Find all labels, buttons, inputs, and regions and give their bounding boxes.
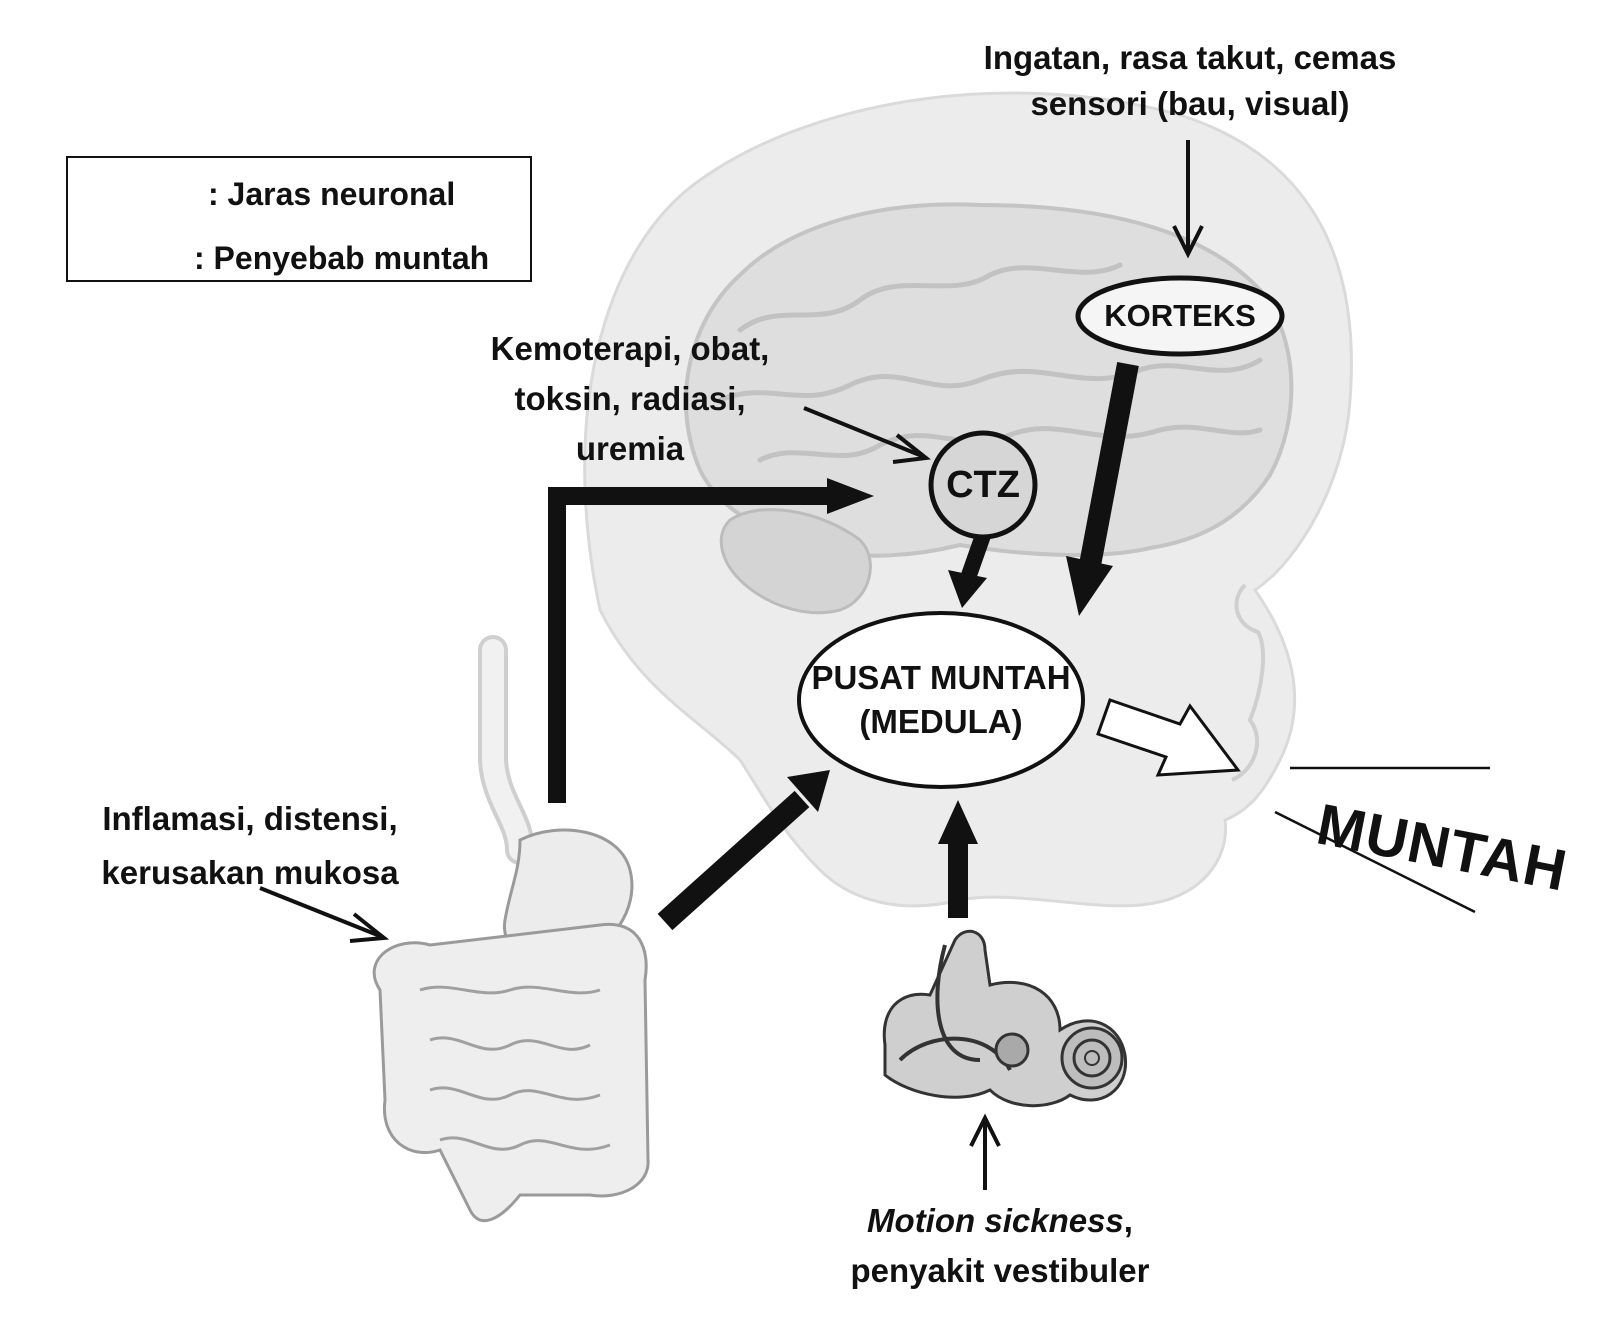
cortex-cause-line2: sensori (bau, visual) <box>1030 85 1350 122</box>
vestibular-cause-label: Motion sickness, penyakit vestibuler <box>815 1196 1185 1296</box>
ctz-cause-line3: uremia <box>575 430 685 467</box>
vomiting-center-label-line2: (MEDULA) <box>859 703 1023 740</box>
cortex-cause-arrow <box>1172 140 1204 259</box>
legend-cause-label: : Penyebab muntah <box>194 239 490 276</box>
vestibular-cause-comma: , <box>1123 1202 1133 1239</box>
ctz-cause-arrow <box>803 406 931 464</box>
ctz-label: CTZ <box>946 464 1020 506</box>
vestibular-cause-line1: Motion sickness <box>867 1202 1124 1239</box>
cortex-to-center-pathway <box>1066 361 1139 616</box>
output-arrow <box>1096 698 1241 777</box>
cortex-cause-line1: Ingatan, rasa takut, cemas <box>983 39 1397 76</box>
digestive-tract-icon <box>372 635 650 1223</box>
legend-neural-label: : Jaras neuronal <box>208 175 456 212</box>
vestibular-cause-line2: penyakit vestibuler <box>850 1252 1150 1289</box>
gut-cause-arrow <box>259 886 390 943</box>
cortex-cause-label: Ingatan, rasa takut, cemas sensori (bau,… <box>900 35 1480 127</box>
ctz-node <box>928 430 1038 540</box>
vestibular-cause-arrow <box>969 1113 1001 1190</box>
legend: : Jaras neuronal : Penyebab muntah <box>66 156 532 282</box>
ctz-cause-line2: toksin, radiasi, <box>514 380 746 417</box>
gut-cause-line1: Inflamasi, distensi, <box>102 800 398 837</box>
ctz-cause-label: Kemoterapi, obat, toksin, radiasi, uremi… <box>460 324 800 474</box>
inner-ear-icon <box>882 929 1128 1108</box>
cortex-node <box>1075 275 1285 357</box>
ear-to-center-pathway <box>938 800 978 918</box>
vomiting-center-label: PUSAT MUNTAH (MEDULA) <box>800 656 1082 744</box>
ctz-cause-line1: Kemoterapi, obat, <box>490 330 770 367</box>
gut-cause-label: Inflamasi, distensi, kerusakan mukosa <box>70 792 430 900</box>
vomiting-center-node <box>797 611 1085 789</box>
gut-to-ctz-pathway <box>548 478 874 803</box>
cortex-label: KORTEKS <box>1104 298 1256 333</box>
output-rays <box>1274 766 1490 914</box>
gut-cause-line2: kerusakan mukosa <box>101 854 399 891</box>
gut-to-center-pathway <box>657 770 830 931</box>
vomiting-center-label-line1: PUSAT MUNTAH <box>811 659 1071 696</box>
